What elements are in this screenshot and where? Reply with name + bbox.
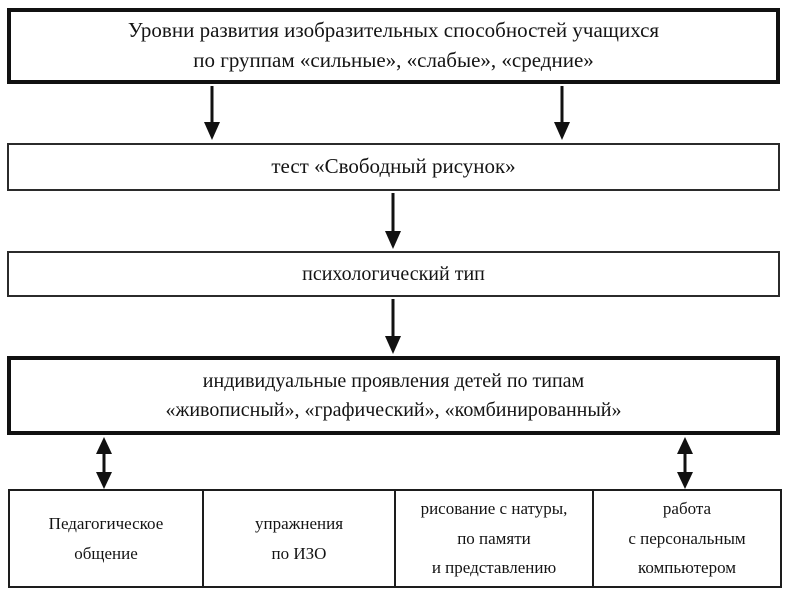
cell2-line-3: и представлению <box>431 558 557 578</box>
methods-table: Педагогическое общение упражнения по ИЗО… <box>8 489 782 588</box>
cell0-line-2: общение <box>74 543 138 563</box>
cell2-line-1: рисование с натуры, <box>420 498 568 518</box>
arrow-box4-to-cell0 <box>95 437 113 489</box>
table-cell-art-exercises: упражнения по ИЗО <box>202 491 394 586</box>
box1-line-1: Уровни развития изобразительных способно… <box>127 18 660 43</box>
arrow-box1-right-to-box2 <box>553 86 571 141</box>
arrow-box4-to-cell3 <box>676 437 694 489</box>
cell3-line-2: с персональным <box>628 528 746 548</box>
cell3-line-1: работа <box>662 498 712 518</box>
arrow-box1-left-to-box2 <box>203 86 221 141</box>
box-psychological-type: психологический тип <box>7 251 780 297</box>
cell0-line-1: Педагогическое <box>48 513 164 533</box>
table-cell-pedagogical-communication: Педагогическое общение <box>10 491 202 586</box>
cell3-line-3: компьютером <box>637 558 737 578</box>
box4-line-1: индивидуальные проявления детей по типам <box>202 370 585 393</box>
table-cell-computer-work: работа с персональным компьютером <box>592 491 780 586</box>
cell1-line-2: по ИЗО <box>271 543 327 563</box>
box-levels-of-development: Уровни развития изобразительных способно… <box>7 8 780 84</box>
box1-line-2: по группам «сильные», «слабые», «средние… <box>193 48 594 72</box>
arrow-box2-to-box3 <box>384 193 402 250</box>
cell1-line-1: упражнения <box>254 513 344 533</box>
box4-line-2: «живописный», «графический», «комбиниров… <box>165 398 622 421</box>
box-free-drawing-test: тест «Свободный рисунок» <box>7 143 780 191</box>
box2-line-1: тест «Свободный рисунок» <box>271 154 516 179</box>
cell2-line-2: по памяти <box>457 528 531 548</box>
table-cell-drawing-from-life: рисование с натуры, по памяти и представ… <box>394 491 592 586</box>
box-individual-manifestations: индивидуальные проявления детей по типам… <box>7 356 780 435</box>
arrow-box3-to-box4 <box>384 299 402 355</box>
box3-line-1: психологический тип <box>302 262 485 285</box>
